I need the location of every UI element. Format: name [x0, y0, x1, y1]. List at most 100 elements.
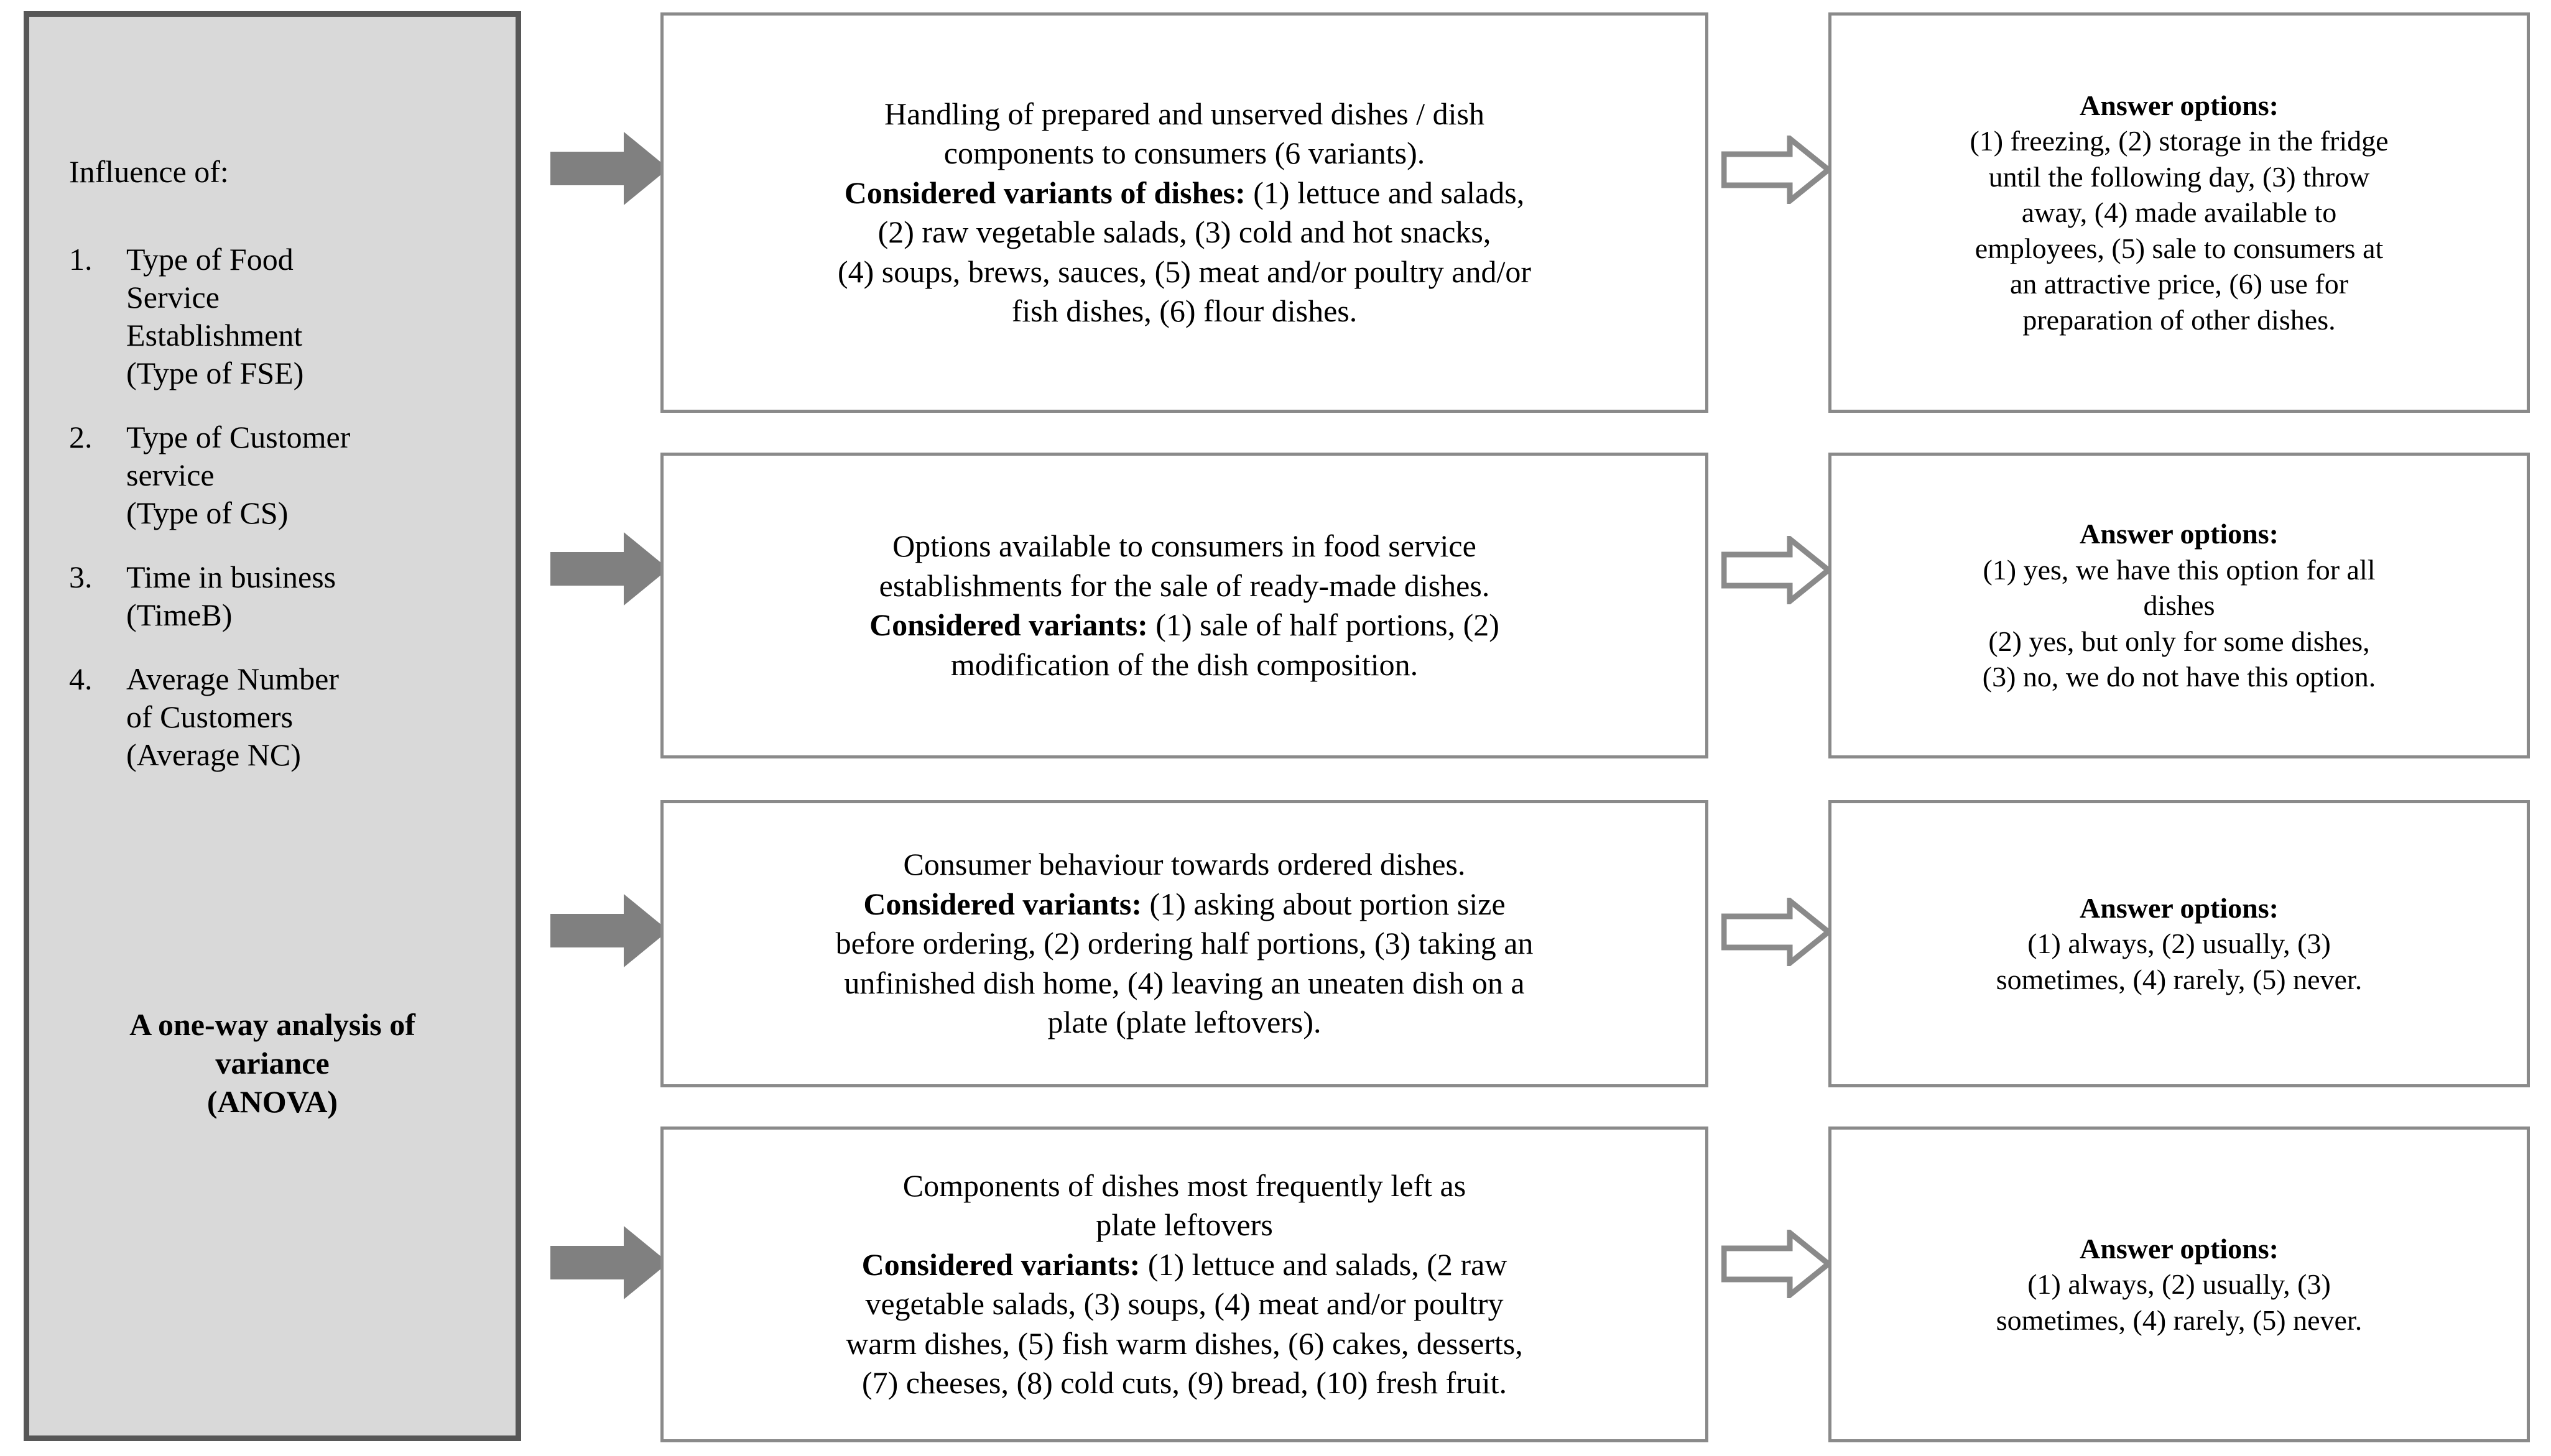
answer-options-header: Answer options:	[2080, 89, 2279, 121]
topic-line-plain: unfinished dish home, (4) leaving an une…	[844, 965, 1525, 1000]
sidebar-heading: Influence of:	[69, 154, 229, 189]
topic-line: vegetable salads, (3) soups, (4) meat an…	[680, 1284, 1689, 1324]
influence-factors-panel: Influence of: 1. Type of Food Service Es…	[24, 11, 521, 1441]
topic-line: Options available to consumers in food s…	[680, 527, 1689, 566]
list-item-label: Average Number of Customers (Average NC)	[126, 660, 488, 774]
answer-options-text: Answer options: (1) always, (2) usually,…	[1843, 890, 2516, 998]
topic-line-plain: vegetable salads, (3) soups, (4) meat an…	[865, 1286, 1504, 1321]
arrow-right-outline-icon	[1721, 536, 1832, 604]
topic-line-plain: (7) cheeses, (8) cold cuts, (9) bread, (…	[861, 1365, 1507, 1400]
answer-options-text: Answer options: (1) always, (2) usually,…	[1843, 1231, 2516, 1339]
list-item-label: Type of Food Service Establishment (Type…	[126, 241, 488, 392]
answer-option-line: (2) yes, but only for some dishes,	[1988, 625, 2370, 657]
topic-line: fish dishes, (6) flour dishes.	[680, 292, 1689, 331]
topic-text: Components of dishes most frequently lef…	[680, 1166, 1689, 1403]
topic-line: Considered variants: (1) asking about po…	[680, 885, 1689, 924]
answer-option-line: sometimes, (4) rarely, (5) never.	[1996, 1304, 2363, 1336]
list-item-line: (Type of CS)	[126, 495, 289, 530]
answer-option-line: employees, (5) sale to consumers at	[1975, 232, 2384, 264]
topic-line-plain: plate (plate leftovers).	[1047, 1005, 1322, 1040]
topic-line-plain: establishments for the sale of ready-mad…	[879, 568, 1490, 603]
anova-method-label: A one-way analysis of variance (ANOVA)	[60, 1005, 484, 1121]
topic-line-plain: before ordering, (2) ordering half porti…	[835, 926, 1534, 961]
influence-factor-list: 1. Type of Food Service Establishment (T…	[69, 241, 488, 800]
arrow-right-outline-icon	[1721, 898, 1832, 966]
list-item-line: Time in business	[126, 560, 336, 594]
topic-line-plain: Handling of prepared and unserved dishes…	[884, 96, 1485, 131]
list-item-label: Time in business (TimeB)	[126, 558, 488, 634]
arrow-right-solid-icon	[550, 132, 669, 205]
answer-option-line: (1) always, (2) usually, (3)	[2027, 928, 2331, 960]
topic-line: plate (plate leftovers).	[680, 1003, 1689, 1043]
topic-line-bold: Considered variants:	[861, 1246, 1141, 1282]
topic-line: Components of dishes most frequently lef…	[680, 1166, 1689, 1206]
answer-options-text: Answer options: (1) freezing, (2) storag…	[1843, 88, 2516, 338]
topic-line: warm dishes, (5) fish warm dishes, (6) c…	[680, 1324, 1689, 1364]
topic-box: Consumer behaviour towards ordered dishe…	[660, 800, 1708, 1087]
answer-options-header: Answer options:	[2080, 1232, 2279, 1265]
list-item-line: Average Number	[126, 661, 339, 696]
answer-option-line: dishes	[2143, 589, 2215, 622]
topic-line-plain: warm dishes, (5) fish warm dishes, (6) c…	[846, 1325, 1523, 1361]
topic-line: (4) soups, brews, sauces, (5) meat and/o…	[680, 252, 1689, 292]
answer-option-line: (1) freezing, (2) storage in the fridge	[1970, 125, 2389, 157]
list-item-line: Type of Customer	[126, 420, 351, 454]
arrow-right-outline-icon	[1721, 136, 1832, 204]
topic-line-plain: plate leftovers	[1096, 1207, 1273, 1242]
arrow-right-solid-icon	[550, 894, 669, 967]
list-item: 2. Type of Customer service (Type of CS)	[69, 418, 488, 532]
topic-line: Handling of prepared and unserved dishes…	[680, 94, 1689, 134]
list-item-number: 2.	[69, 420, 93, 454]
topic-line-plain: (2) raw vegetable salads, (3) cold and h…	[877, 214, 1491, 249]
topic-line: Considered variants of dishes: (1) lettu…	[680, 173, 1689, 213]
list-item-line: of Customers	[126, 699, 294, 734]
answer-options-box: Answer options: (1) always, (2) usually,…	[1828, 800, 2530, 1087]
arrow-right-solid-icon	[550, 532, 669, 606]
list-item-line: service	[126, 458, 215, 492]
topic-line: Consumer behaviour towards ordered dishe…	[680, 845, 1689, 885]
answer-options-box: Answer options: (1) freezing, (2) storag…	[1828, 12, 2530, 413]
answer-options-box: Answer options: (1) always, (2) usually,…	[1828, 1127, 2530, 1442]
topic-line-plain: Options available to consumers in food s…	[892, 528, 1476, 563]
topic-line-plain: Consumer behaviour towards ordered dishe…	[903, 847, 1466, 882]
topic-line: before ordering, (2) ordering half porti…	[680, 924, 1689, 964]
answer-options-box: Answer options: (1) yes, we have this op…	[1828, 453, 2530, 758]
list-item: 3. Time in business (TimeB)	[69, 558, 488, 634]
list-item-number: 3.	[69, 560, 93, 594]
answer-option-line: (1) always, (2) usually, (3)	[2027, 1268, 2331, 1301]
list-item: 4. Average Number of Customers (Average …	[69, 660, 488, 774]
topic-line: (2) raw vegetable salads, (3) cold and h…	[680, 213, 1689, 252]
list-item-number: 1.	[69, 242, 93, 277]
list-item-line: (Average NC)	[126, 737, 301, 772]
topic-box: Options available to consumers in food s…	[660, 453, 1708, 758]
arrow-right-solid-icon	[550, 1226, 669, 1299]
list-item-number: 4.	[69, 661, 93, 696]
topic-text: Handling of prepared and unserved dishes…	[680, 94, 1689, 331]
topic-line: establishments for the sale of ready-mad…	[680, 566, 1689, 606]
topic-line-plain: Components of dishes most frequently lef…	[902, 1168, 1466, 1203]
topic-line: Considered variants: (1) lettuce and sal…	[680, 1245, 1689, 1285]
list-item-label: Type of Customer service (Type of CS)	[126, 418, 488, 532]
answer-option-line: sometimes, (4) rarely, (5) never.	[1996, 963, 2363, 995]
list-item-line: (Type of FSE)	[126, 356, 304, 390]
topic-line: Considered variants: (1) sale of half po…	[680, 606, 1689, 645]
topic-line-plain: components to consumers (6 variants).	[943, 136, 1425, 170]
answer-options-header: Answer options:	[2080, 892, 2279, 924]
topic-line: (7) cheeses, (8) cold cuts, (9) bread, (…	[680, 1363, 1689, 1403]
topic-text: Consumer behaviour towards ordered dishe…	[680, 845, 1689, 1043]
topic-line-plain: fish dishes, (6) flour dishes.	[1011, 293, 1358, 328]
topic-line-plain: (1) lettuce and salads,	[1245, 175, 1525, 210]
arrow-right-outline-icon	[1721, 1230, 1832, 1298]
topic-box: Components of dishes most frequently lef…	[660, 1127, 1708, 1442]
answer-option-line: an attractive price, (6) use for	[2009, 268, 2349, 300]
answer-option-line: away, (4) made available to	[2021, 196, 2337, 229]
topic-line: unfinished dish home, (4) leaving an une…	[680, 964, 1689, 1003]
answer-option-line: (3) no, we do not have this option.	[1982, 661, 2376, 693]
list-item-line: (TimeB)	[126, 597, 233, 632]
list-item-line: Service	[126, 280, 220, 315]
topic-line-bold: Considered variants of dishes:	[844, 175, 1246, 210]
answer-options-header: Answer options:	[2080, 518, 2279, 550]
topic-box: Handling of prepared and unserved dishes…	[660, 12, 1708, 413]
list-item: 1. Type of Food Service Establishment (T…	[69, 241, 488, 392]
topic-line-bold: Considered variants:	[869, 607, 1148, 642]
